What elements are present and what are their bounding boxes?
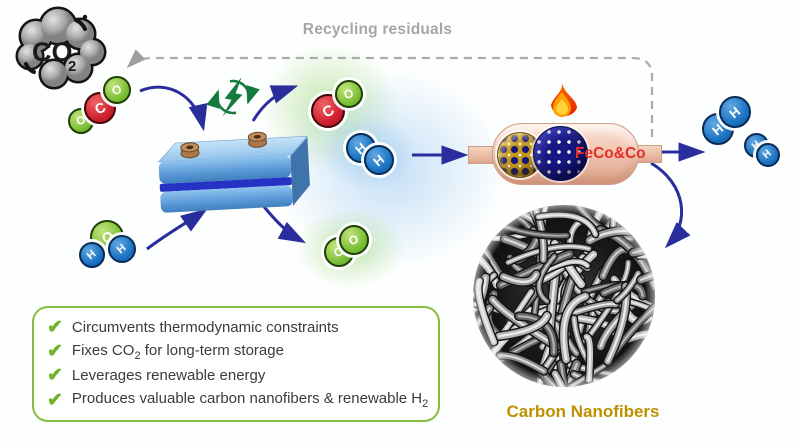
oxygen-atom: O [103, 76, 131, 104]
recycling-dashed-arrow [126, 49, 654, 137]
renewable-energy-icon [206, 77, 260, 117]
hydrogen-atom: H [108, 235, 136, 263]
benefit-text: Leverages renewable energy [71, 367, 266, 385]
arrow-electrolyzer-to-co [251, 85, 299, 122]
benefit-item: ✔ Fixes CO2 for long-term storage [47, 342, 430, 362]
checkmark-icon: ✔ [47, 389, 63, 411]
sem-edge-fade [465, 197, 663, 395]
co-catalyst-particle [533, 126, 588, 181]
hydrogen-atom: H [756, 143, 780, 167]
hydrogen-atom: H [79, 242, 105, 268]
lightning-bolt-icon [222, 77, 243, 117]
hydrogen-atom: H [364, 145, 394, 175]
checkmark-icon: ✔ [47, 365, 63, 387]
catalyst-label: FeCo&Co [575, 145, 646, 162]
carbon-nanofibers-image [465, 197, 663, 395]
benefit-item: ✔ Produces valuable carbon nanofibers & r… [47, 390, 430, 410]
oxygen-atom: O [339, 225, 369, 255]
co2-cloud-icon: CO 2 [15, 6, 107, 90]
benefit-text: Circumvents thermodynamic constraints [71, 318, 339, 336]
hydrogen-atom: H [719, 96, 751, 128]
oxygen-atom: O [335, 80, 363, 108]
arrow-electrolyzer-to-o2 [259, 202, 306, 244]
recycling-residuals-label: Recycling residuals [302, 21, 453, 38]
benefits-panel: ✔ Circumvents thermodynamic constraints ✔ F… [32, 306, 440, 422]
benefit-text: Produces valuable carbon nanofibers & re… [71, 390, 429, 411]
co2-cloud-formula: CO [32, 37, 73, 67]
flame-icon [551, 83, 577, 118]
checkmark-icon: ✔ [47, 316, 63, 338]
arrow-h2o-to-electrolyzer [146, 208, 208, 251]
arrow-co2-to-electrolyzer [139, 85, 208, 132]
checkmark-icon: ✔ [47, 341, 63, 363]
co2-cloud-subscript: 2 [68, 58, 76, 75]
benefit-item: ✔ Circumvents thermodynamic constraints [47, 318, 430, 337]
benefit-item: ✔ Leverages renewable energy [47, 366, 430, 385]
benefit-text: Fixes CO2 for long-term storage [71, 341, 284, 362]
nanofibers-caption: Carbon Nanofibers [506, 402, 660, 421]
electrode-terminals [180, 131, 268, 159]
arrow-reactor-to-nanofibers [650, 161, 691, 249]
electrolyzer [157, 131, 310, 213]
electrolyzer-membrane [159, 177, 292, 192]
